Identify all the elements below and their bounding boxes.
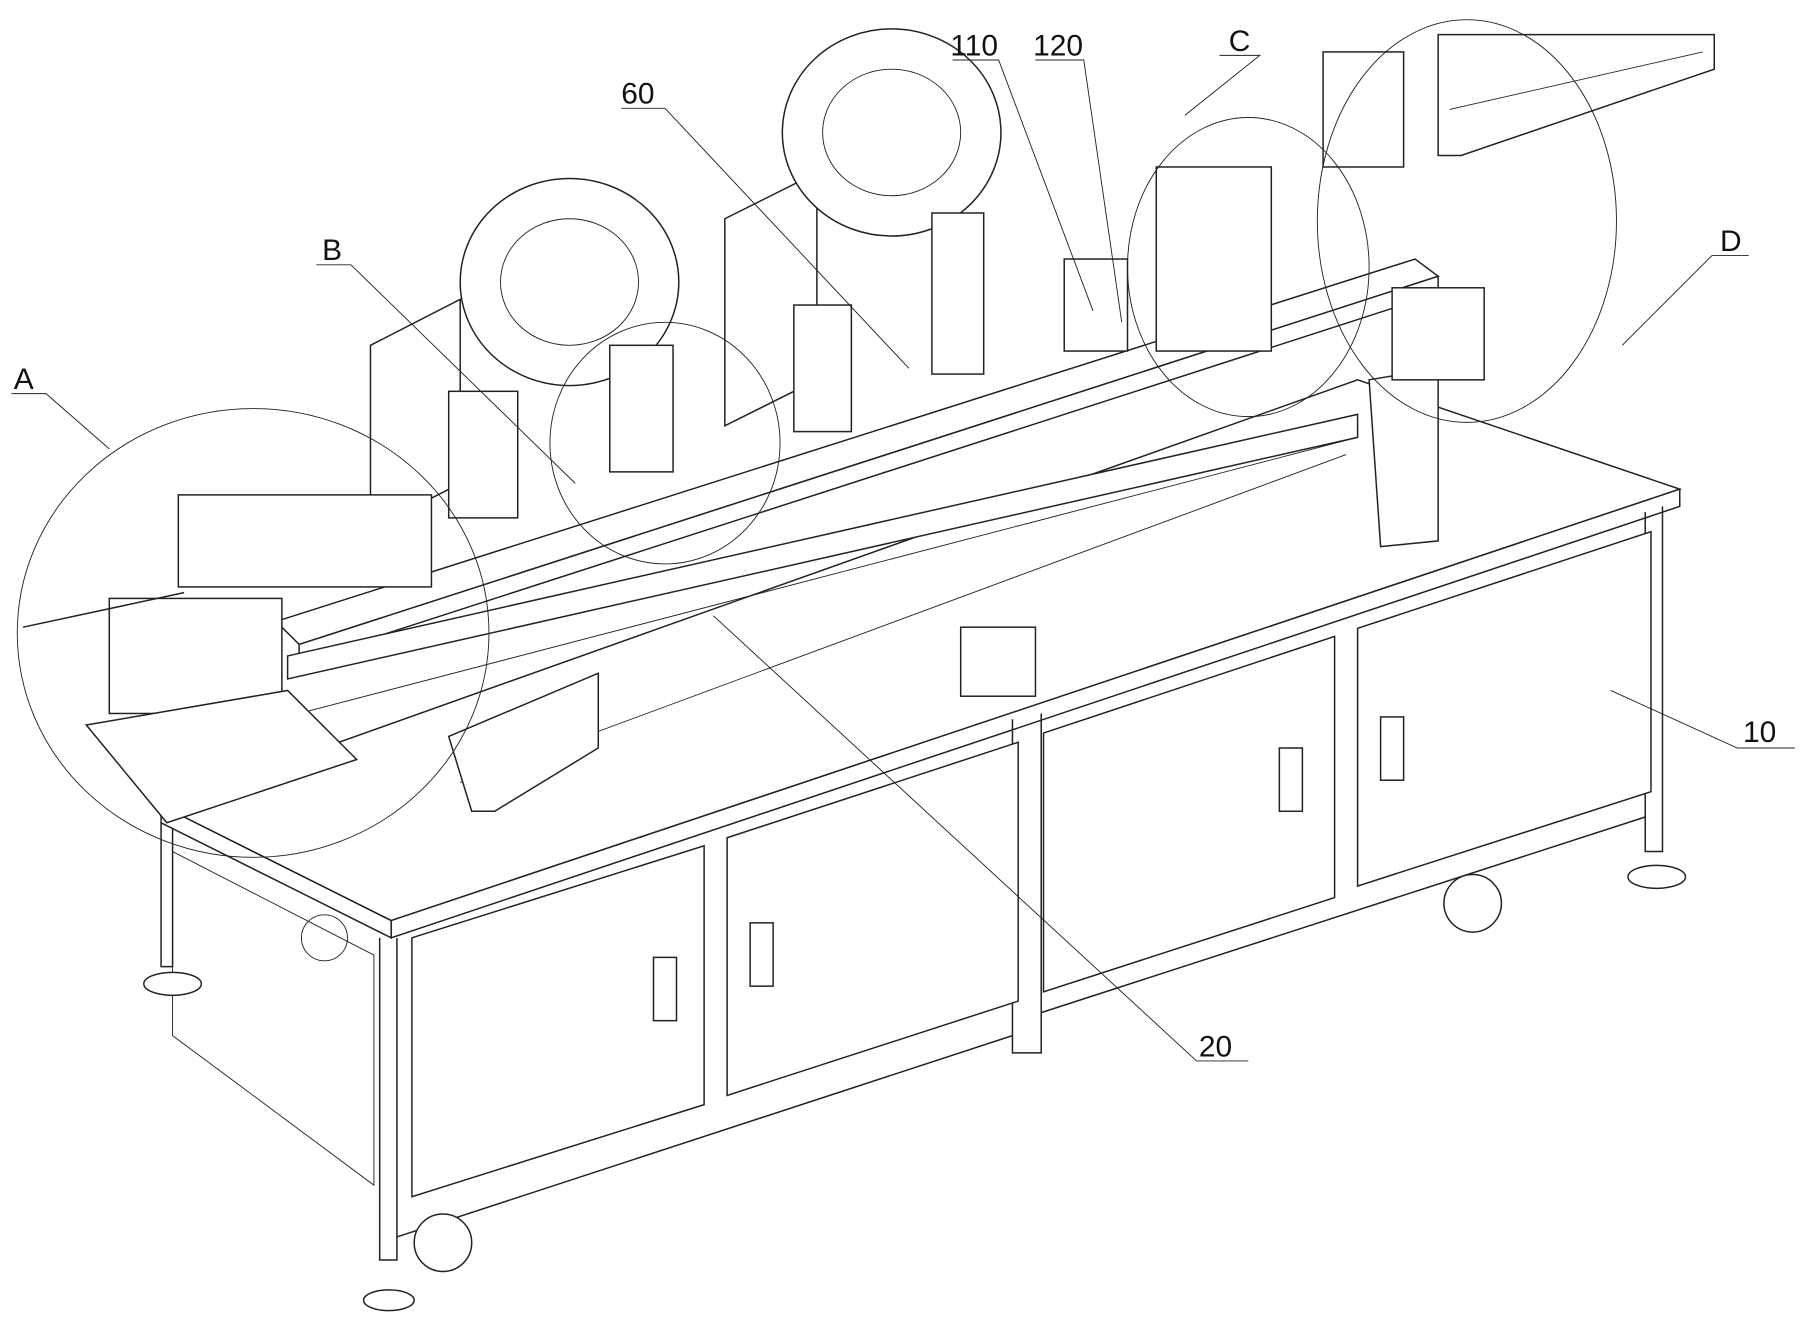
label-d: D: [1720, 225, 1742, 258]
label-b: B: [322, 234, 342, 267]
door-handle: [653, 957, 676, 1020]
door-handle: [1381, 717, 1404, 780]
label-20: 20: [1199, 1030, 1232, 1063]
label-110: 110: [950, 29, 998, 62]
door-handle: [1279, 748, 1302, 811]
label-60: 60: [621, 78, 654, 111]
label-10: 10: [1743, 716, 1776, 749]
label-c: C: [1229, 25, 1251, 58]
door-handle: [750, 923, 773, 986]
label-a: A: [14, 363, 34, 396]
label-120: 120: [1033, 29, 1083, 62]
